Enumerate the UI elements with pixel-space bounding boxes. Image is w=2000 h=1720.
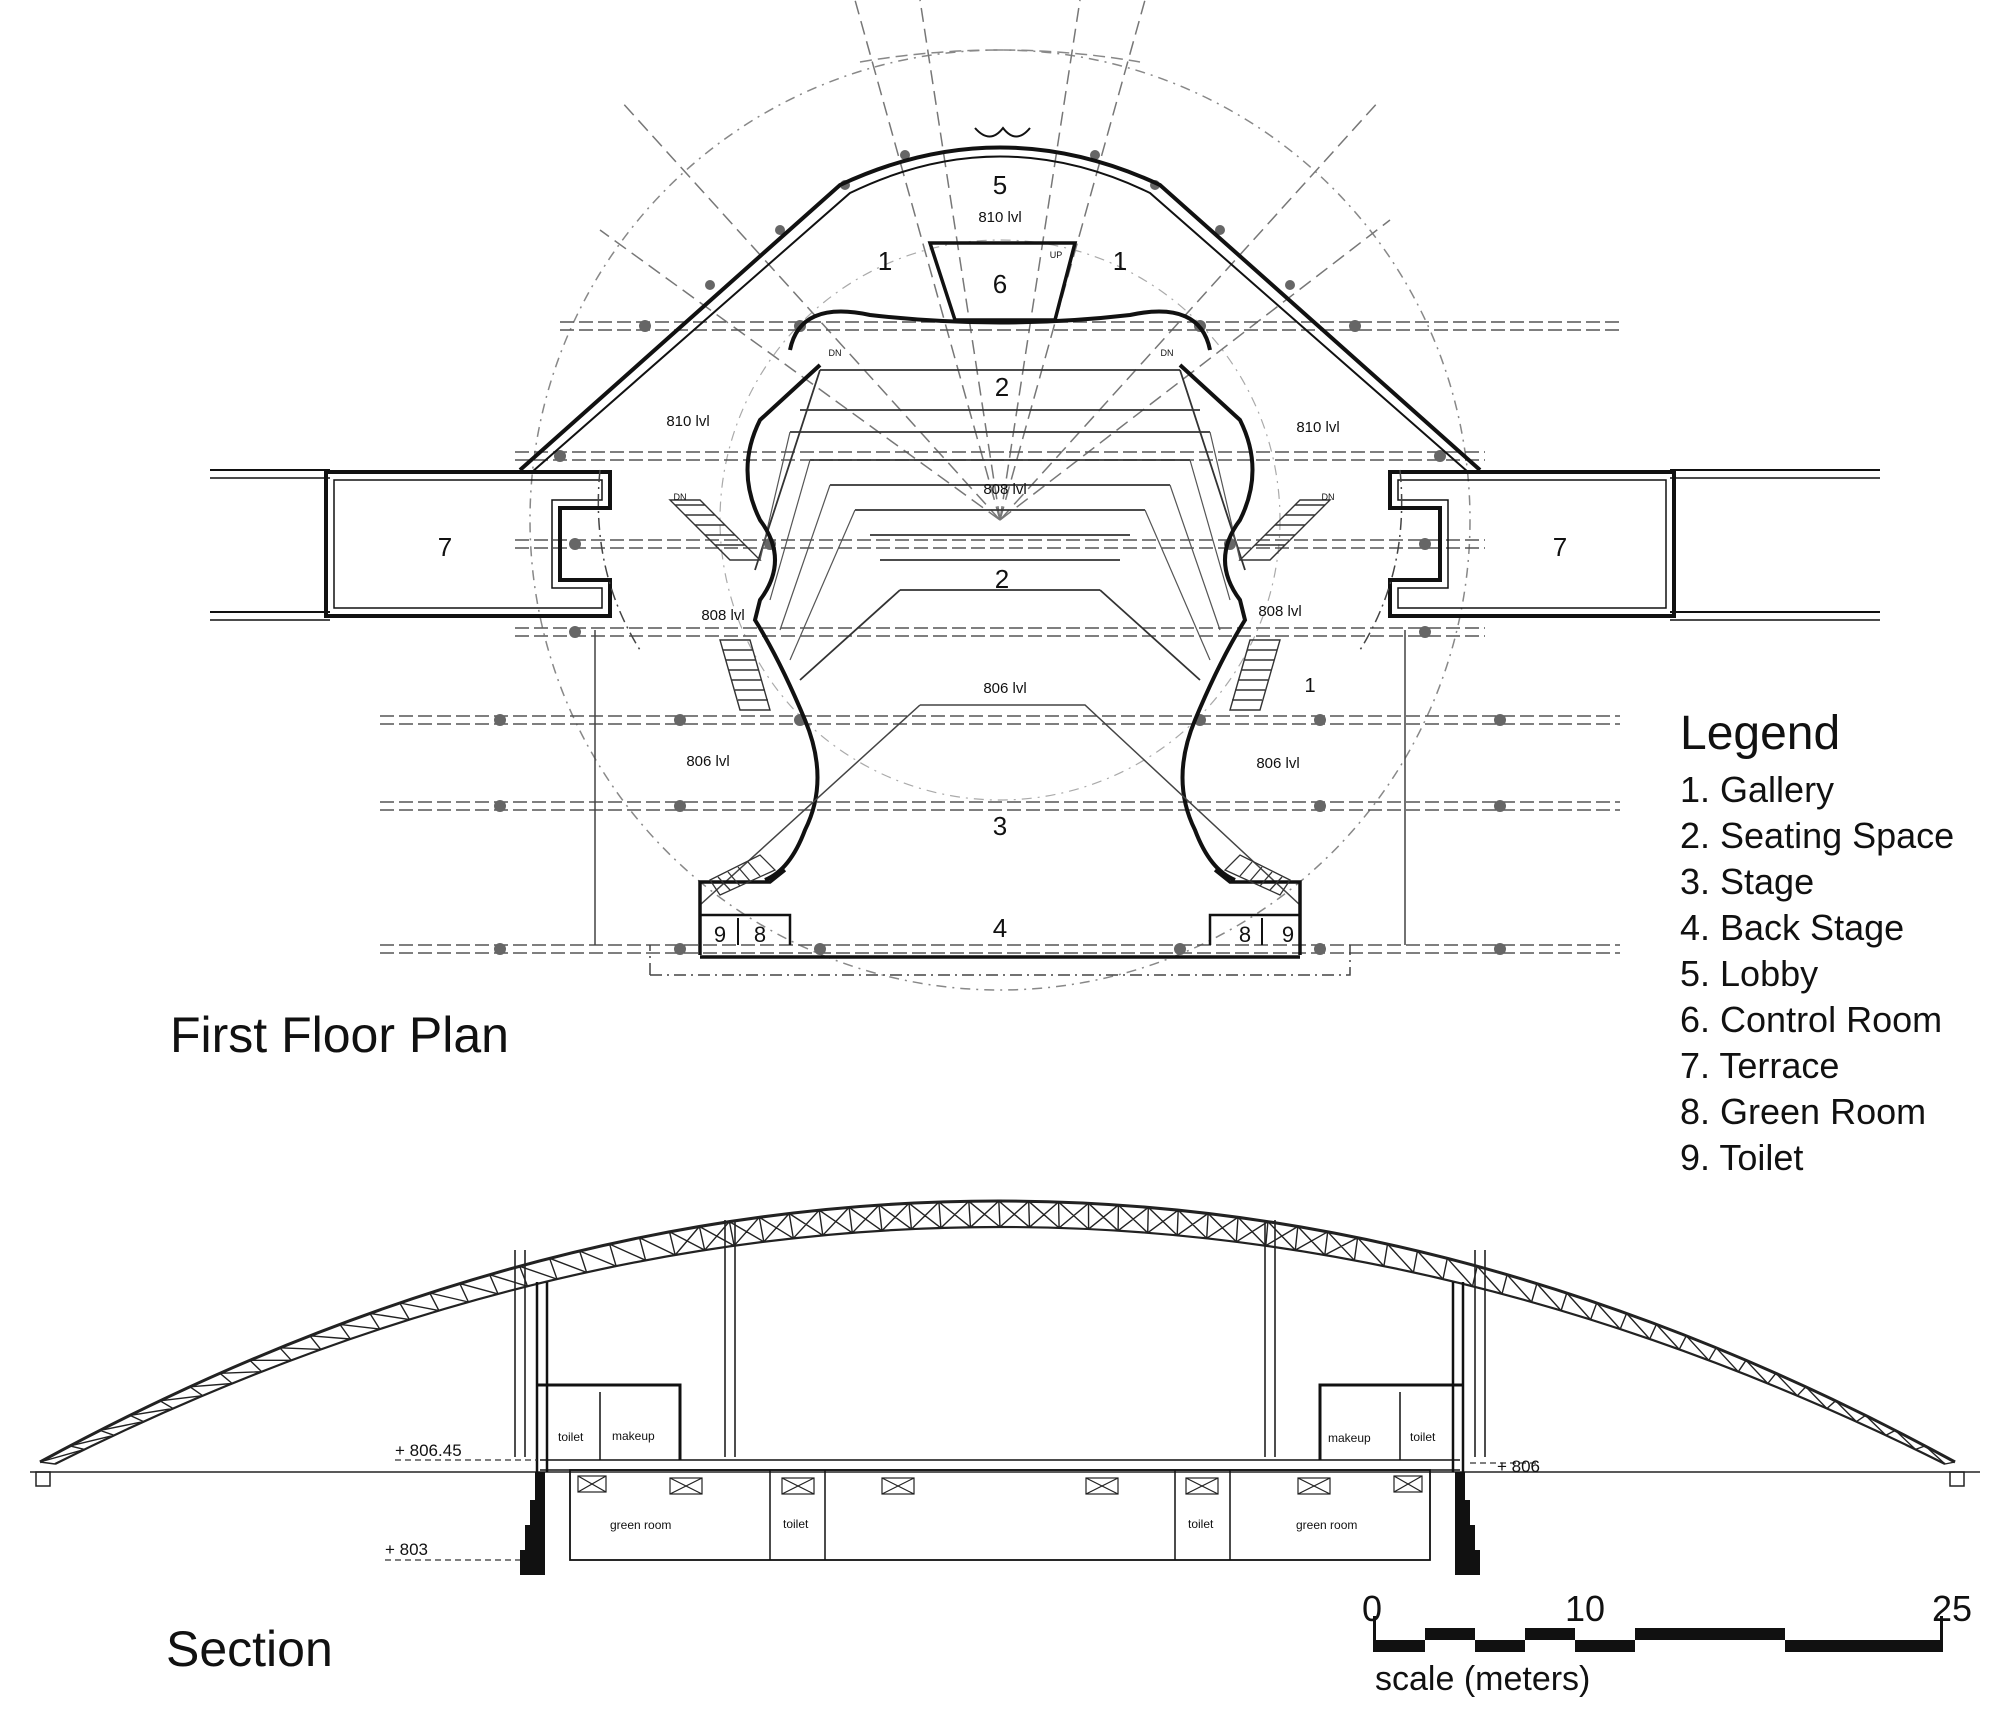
label-dn-2: DN (1161, 348, 1174, 358)
label-level-806-left: 806 lvl (686, 753, 729, 770)
label-level-806-right: 806 lvl (1256, 755, 1299, 772)
room-green-room-left: green room (610, 1518, 671, 1532)
scale-bar (1373, 1616, 1943, 1652)
radial-rays (599, 0, 1391, 521)
label-seating-lower: 2 (995, 564, 1009, 594)
ducts (577, 1475, 1423, 1495)
section-title: Section (166, 1621, 333, 1677)
scale-caption: scale (meters) (1375, 1660, 1591, 1698)
lobby-arc-outer (859, 49, 1141, 63)
legend-item: 5. Lobby (1680, 953, 1819, 994)
seating-tiers (754, 369, 1246, 681)
back-stage (698, 868, 1302, 959)
plan-title: First Floor Plan (170, 1007, 509, 1063)
roof-truss-web (39, 1200, 1956, 1465)
section-drawing (30, 1199, 1980, 1575)
label-toilet-left: 9 (714, 922, 726, 947)
backstage-stairs (709, 854, 1291, 896)
label-terrace-left: 7 (438, 532, 452, 562)
level-803: + 803 (385, 1540, 428, 1559)
label-gallery-top-left: 1 (878, 246, 892, 276)
label-stage: 3 (993, 811, 1007, 841)
section-walls (535, 1282, 1465, 1561)
terrace-right (1388, 469, 1880, 621)
label-terrace-right: 7 (1553, 532, 1567, 562)
legend: Legend 1. Gallery 2. Seating Space 3. St… (1680, 706, 1954, 1181)
room-green-room-right: green room (1296, 1518, 1357, 1532)
beam-lines (380, 321, 1620, 954)
section-labels: + 806.45 + 806 + 803 toilet makeup makeu… (385, 1429, 1540, 1559)
room-toilet-upper-right: toilet (1410, 1430, 1436, 1444)
label-gallery-top-right: 1 (1113, 246, 1127, 276)
room-toilet-lower-left: toilet (783, 1517, 809, 1531)
stairs-left (668, 499, 771, 711)
scale-tick-0: 0 (1362, 1588, 1383, 1629)
label-control-room: 6 (993, 269, 1007, 299)
roof-arc-top (39, 1199, 1956, 1464)
legend-item: 9. Toilet (1680, 1137, 1804, 1178)
label-level-810-right: 810 lvl (1296, 419, 1339, 436)
scale-tick-10: 10 (1565, 1588, 1606, 1629)
auditorium-wall-right (1178, 363, 1255, 882)
room-makeup-left: makeup (612, 1429, 655, 1443)
auditorium-wall-left (745, 363, 822, 882)
label-level-808-left: 808 lvl (701, 607, 744, 624)
level-806: + 806 (1497, 1457, 1540, 1476)
legend-item: 1. Gallery (1680, 769, 1835, 810)
level-markers (385, 1459, 1540, 1561)
floor-plan (210, 0, 1880, 991)
stairs-right (1229, 499, 1332, 711)
terrace-left (210, 469, 612, 621)
label-dn-4: DN (1322, 492, 1335, 502)
room-toilet-lower-right: toilet (1188, 1517, 1214, 1531)
scale-tick-25: 25 (1932, 1588, 1973, 1629)
end-footings (35, 1471, 1965, 1487)
label-back-stage: 4 (993, 913, 1007, 943)
legend-item: 4. Back Stage (1680, 907, 1905, 948)
label-gallery-right: 1 (1304, 675, 1315, 697)
label-level-810-left: 810 lvl (666, 413, 709, 430)
level-806-45: + 806.45 (395, 1441, 462, 1460)
lobby-door (974, 126, 1031, 138)
label-toilet-right: 9 (1282, 922, 1294, 947)
legend-item: 2. Seating Space (1680, 815, 1955, 856)
legend-item: 3. Stage (1680, 861, 1815, 902)
roof-supports (514, 1220, 1486, 1457)
radial-guide-circle (529, 49, 1471, 991)
control-room (927, 241, 1078, 322)
label-lobby: 5 (993, 170, 1007, 200)
label-level-808-center: 808 lvl (983, 481, 1026, 498)
label-green-left: 8 (754, 922, 766, 947)
legend-item: 8. Green Room (1680, 1091, 1927, 1132)
label-dn-1: DN (829, 348, 842, 358)
room-toilet-upper-left: toilet (558, 1430, 584, 1444)
plan-labels: 5 810 lvl 1 1 6 2 810 lvl 810 lvl 808 lv… (438, 170, 1567, 947)
label-lobby-level: 810 lvl (978, 209, 1021, 226)
stage-envelope (594, 469, 1406, 976)
room-makeup-right: makeup (1328, 1431, 1371, 1445)
outer-shell-inner (531, 155, 1469, 473)
legend-item: 6. Control Room (1680, 999, 1943, 1040)
seating-diagonals (759, 431, 1241, 661)
legend-heading: Legend (1680, 707, 1841, 760)
label-dn-3: DN (674, 492, 687, 502)
gallery-wall (788, 309, 1212, 351)
legend-item: 7. Terrace (1680, 1045, 1840, 1086)
label-green-right: 8 (1239, 922, 1251, 947)
label-level-808-right: 808 lvl (1258, 603, 1301, 620)
label-level-806-center: 806 lvl (983, 680, 1026, 697)
roof-arc-bottom (54, 1225, 1946, 1465)
foundation-steps (520, 1472, 1480, 1575)
outer-shell (518, 145, 1482, 472)
label-seating-upper: 2 (995, 372, 1009, 402)
column-dots (494, 150, 1506, 955)
label-up: UP (1050, 250, 1063, 260)
